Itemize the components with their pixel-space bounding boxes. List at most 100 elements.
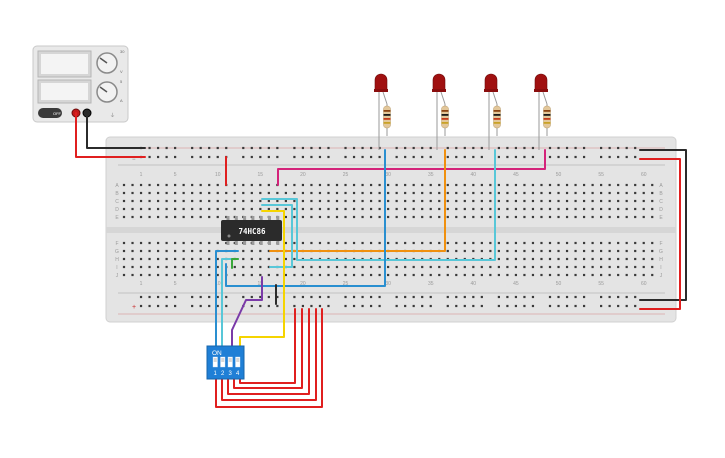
rail-hole[interactable] bbox=[276, 146, 279, 150]
breadboard-hole[interactable] bbox=[489, 183, 492, 187]
breadboard-hole[interactable] bbox=[301, 183, 305, 187]
breadboard-hole[interactable] bbox=[429, 265, 432, 269]
breadboard-hole[interactable] bbox=[489, 191, 492, 195]
breadboard-hole[interactable] bbox=[600, 207, 603, 211]
rail-hole[interactable] bbox=[404, 304, 407, 308]
breadboard-hole[interactable] bbox=[565, 241, 569, 245]
breadboard-hole[interactable] bbox=[548, 207, 552, 211]
rail-hole[interactable] bbox=[617, 146, 620, 150]
breadboard-hole[interactable] bbox=[506, 273, 509, 277]
breadboard-hole[interactable] bbox=[182, 265, 185, 269]
breadboard-hole[interactable] bbox=[156, 199, 160, 203]
rail-hole[interactable] bbox=[191, 146, 194, 150]
breadboard-hole[interactable] bbox=[199, 241, 202, 245]
rail-hole[interactable] bbox=[369, 155, 373, 159]
breadboard-hole[interactable] bbox=[446, 215, 449, 219]
breadboard-hole[interactable] bbox=[301, 273, 305, 277]
rail-hole[interactable] bbox=[634, 155, 637, 159]
breadboard-hole[interactable] bbox=[327, 191, 330, 195]
breadboard-hole[interactable] bbox=[429, 207, 432, 211]
breadboard-hole[interactable] bbox=[344, 207, 347, 211]
breadboard-hole[interactable] bbox=[642, 215, 645, 219]
breadboard-hole[interactable] bbox=[480, 191, 483, 195]
rail-hole[interactable] bbox=[242, 155, 245, 159]
breadboard-hole[interactable] bbox=[284, 215, 287, 219]
breadboard-hole[interactable] bbox=[148, 215, 151, 219]
rail-hole[interactable] bbox=[378, 304, 381, 308]
ic-74hc86[interactable]: 74HC86 bbox=[221, 216, 282, 245]
breadboard-hole[interactable] bbox=[335, 183, 339, 187]
breadboard-hole[interactable] bbox=[463, 241, 466, 245]
rail-hole[interactable] bbox=[582, 304, 586, 308]
breadboard-hole[interactable] bbox=[318, 265, 322, 269]
breadboard-hole[interactable] bbox=[489, 215, 492, 219]
breadboard-hole[interactable] bbox=[446, 191, 449, 195]
breadboard-hole[interactable] bbox=[174, 199, 177, 203]
breadboard-hole[interactable] bbox=[310, 191, 313, 195]
breadboard-hole[interactable] bbox=[421, 199, 424, 203]
rail-hole[interactable] bbox=[608, 146, 611, 150]
breadboard-hole[interactable] bbox=[412, 191, 415, 195]
breadboard-hole[interactable] bbox=[335, 241, 339, 245]
breadboard-hole[interactable] bbox=[301, 199, 305, 203]
breadboard-hole[interactable] bbox=[148, 257, 151, 261]
rail-hole[interactable] bbox=[565, 155, 569, 159]
breadboard-hole[interactable] bbox=[472, 215, 475, 219]
breadboard-hole[interactable] bbox=[182, 257, 185, 261]
breadboard-hole[interactable] bbox=[523, 215, 526, 219]
breadboard-hole[interactable] bbox=[514, 215, 518, 219]
breadboard-hole[interactable] bbox=[497, 241, 500, 245]
breadboard-hole[interactable] bbox=[369, 199, 373, 203]
breadboard-hole[interactable] bbox=[617, 191, 620, 195]
breadboard-hole[interactable] bbox=[327, 207, 330, 211]
rail-hole[interactable] bbox=[378, 146, 381, 150]
breadboard-hole[interactable] bbox=[122, 183, 126, 187]
breadboard-hole[interactable] bbox=[651, 249, 654, 253]
breadboard-hole[interactable] bbox=[122, 265, 126, 269]
rail-hole[interactable] bbox=[156, 146, 160, 150]
wire-purple-switch3[interactable] bbox=[231, 276, 263, 351]
breadboard-hole[interactable] bbox=[404, 273, 407, 277]
breadboard-hole[interactable] bbox=[208, 265, 211, 269]
rail-hole[interactable] bbox=[574, 155, 577, 159]
wire-cyan-led3[interactable] bbox=[261, 149, 496, 261]
breadboard-hole[interactable] bbox=[387, 191, 390, 195]
breadboard-hole[interactable] bbox=[404, 265, 407, 269]
breadboard-hole[interactable] bbox=[352, 207, 356, 211]
rail-hole[interactable] bbox=[165, 146, 168, 150]
breadboard-hole[interactable] bbox=[165, 183, 168, 187]
breadboard-hole[interactable] bbox=[531, 257, 535, 261]
breadboard-hole[interactable] bbox=[139, 191, 143, 195]
breadboard-hole[interactable] bbox=[574, 199, 577, 203]
breadboard-hole[interactable] bbox=[557, 207, 560, 211]
breadboard-hole[interactable] bbox=[591, 207, 594, 211]
breadboard-hole[interactable] bbox=[182, 249, 185, 253]
breadboard-hole[interactable] bbox=[557, 241, 560, 245]
rail-hole[interactable] bbox=[318, 295, 322, 299]
rail-hole[interactable] bbox=[174, 304, 177, 308]
breadboard-hole[interactable] bbox=[446, 199, 449, 203]
breadboard-hole[interactable] bbox=[361, 199, 364, 203]
breadboard-hole[interactable] bbox=[361, 273, 364, 277]
breadboard-hole[interactable] bbox=[617, 273, 620, 277]
breadboard-hole[interactable] bbox=[344, 241, 347, 245]
breadboard-hole[interactable] bbox=[446, 273, 449, 277]
breadboard-hole[interactable] bbox=[352, 241, 356, 245]
breadboard-hole[interactable] bbox=[250, 199, 253, 203]
breadboard-hole[interactable] bbox=[642, 241, 645, 245]
breadboard-hole[interactable] bbox=[651, 199, 654, 203]
breadboard-hole[interactable] bbox=[378, 265, 381, 269]
breadboard-hole[interactable] bbox=[216, 265, 219, 269]
breadboard-hole[interactable] bbox=[591, 249, 594, 253]
rail-hole[interactable] bbox=[446, 155, 449, 159]
breadboard-hole[interactable] bbox=[310, 265, 313, 269]
breadboard-hole[interactable] bbox=[625, 183, 628, 187]
rail-hole[interactable] bbox=[267, 155, 270, 159]
breadboard-hole[interactable] bbox=[284, 273, 287, 277]
breadboard-hole[interactable] bbox=[327, 183, 330, 187]
breadboard-hole[interactable] bbox=[421, 207, 424, 211]
breadboard-hole[interactable] bbox=[582, 265, 586, 269]
rail-hole[interactable] bbox=[455, 295, 458, 299]
breadboard-hole[interactable] bbox=[156, 207, 160, 211]
